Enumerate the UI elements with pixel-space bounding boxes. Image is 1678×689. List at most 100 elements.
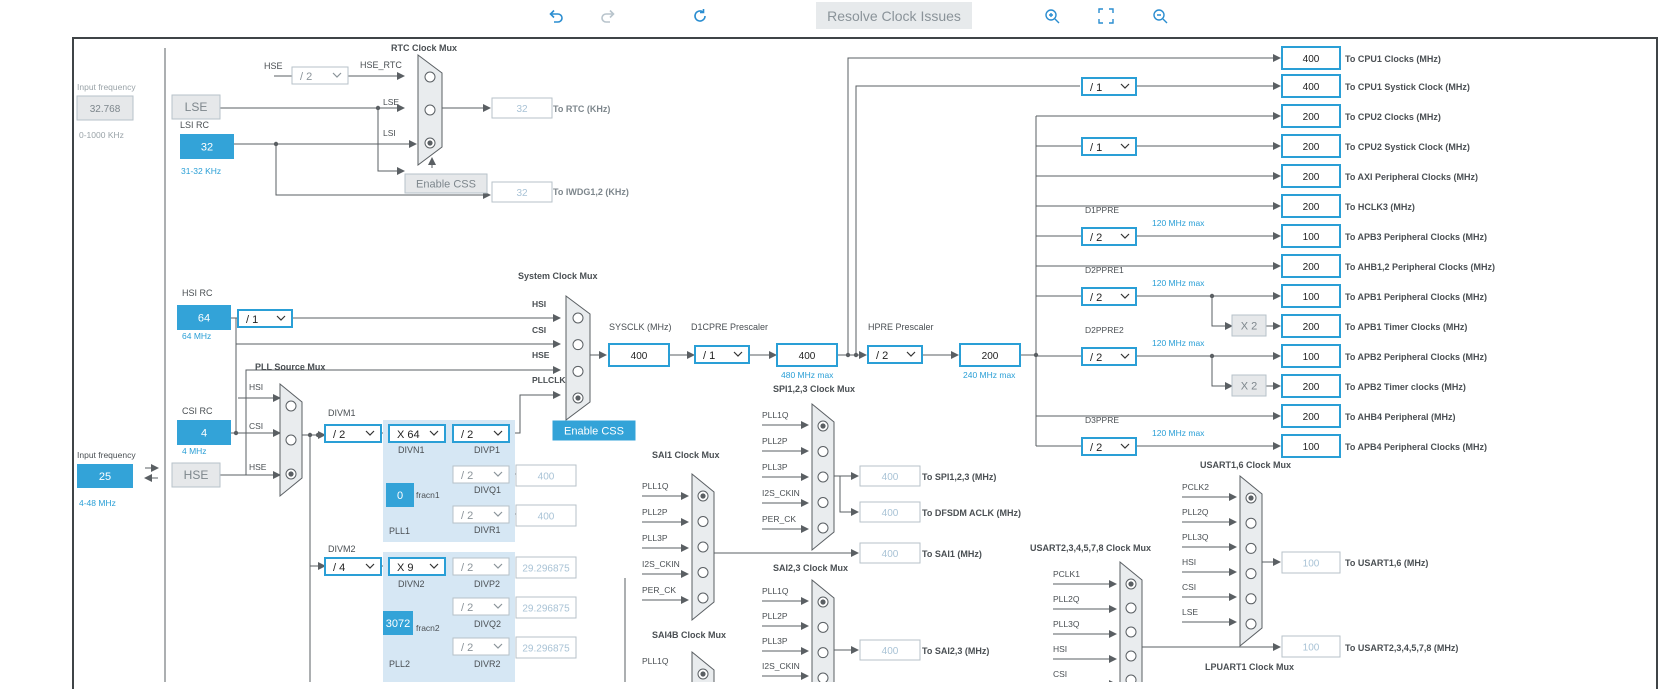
divm2-select[interactable]: / 4 <box>324 557 382 576</box>
prescaler-select-8[interactable]: / 2 <box>1081 287 1137 306</box>
zoom-in-icon[interactable] <box>1040 4 1064 28</box>
sai23-output[interactable]: 400 <box>859 639 921 661</box>
mux-radio-1[interactable] <box>817 446 829 457</box>
timer-multiplier-9[interactable]: X 2 <box>1231 314 1267 337</box>
fracn2-label: fracn2 <box>416 623 440 633</box>
mux-radio-1[interactable] <box>817 621 829 633</box>
lse-button[interactable]: LSE <box>171 94 221 120</box>
to-iwdg-value[interactable]: 32 <box>491 181 553 203</box>
chevron-down-icon <box>493 563 503 569</box>
output-value-2[interactable]: 200 <box>1281 104 1341 128</box>
output-value-10[interactable]: 100 <box>1281 344 1341 368</box>
divr1-output[interactable]: 400 <box>515 504 577 527</box>
output-value-1[interactable]: 400 <box>1281 74 1341 98</box>
output-value-11[interactable]: 200 <box>1281 374 1341 398</box>
prescaler-select-10[interactable]: / 2 <box>1081 347 1137 366</box>
undo-icon[interactable] <box>544 4 568 28</box>
output-value-0[interactable]: 400 <box>1281 46 1341 70</box>
fracn1-value[interactable]: 0 <box>386 483 414 507</box>
divq1-output[interactable]: 400 <box>515 464 577 487</box>
mux-radio-4[interactable] <box>697 592 709 604</box>
output-value-13-value: 100 <box>1303 442 1320 453</box>
sys-enable-css-button[interactable]: Enable CSS <box>552 420 636 441</box>
divn1-select[interactable]: X 64 <box>388 424 446 443</box>
mux-radio-1[interactable] <box>697 516 709 527</box>
csi-value[interactable]: 4 <box>177 420 231 445</box>
mux-radio-1[interactable] <box>1245 517 1257 529</box>
divq2-output[interactable]: 29.296875 <box>515 596 577 619</box>
mux-radio-2[interactable] <box>817 471 829 483</box>
mux-radio-4[interactable] <box>1125 674 1137 682</box>
prescaler-select-6[interactable]: / 2 <box>1081 227 1137 246</box>
timer-multiplier-11[interactable]: X 2 <box>1231 374 1267 397</box>
usart2-output[interactable]: 100 <box>1281 635 1341 658</box>
hpre-output[interactable]: 200 <box>959 343 1021 367</box>
lsi-value[interactable]: 32 <box>180 134 234 159</box>
mux-radio-1[interactable] <box>285 434 297 446</box>
mux-radio-2[interactable] <box>697 541 709 553</box>
mux-radio-2[interactable] <box>572 365 584 377</box>
output-value-8[interactable]: 100 <box>1281 284 1341 308</box>
redo-icon[interactable] <box>596 4 620 28</box>
spi-output[interactable]: 400 <box>859 465 921 487</box>
divn2-select[interactable]: X 9 <box>388 557 446 576</box>
output-value-6[interactable]: 100 <box>1281 224 1341 248</box>
mux-radio-2[interactable] <box>1125 626 1137 638</box>
mux-radio-3[interactable] <box>697 567 709 578</box>
dfsdm-output[interactable]: 400 <box>859 501 921 523</box>
hse-button[interactable]: HSE <box>171 462 221 488</box>
mux-radio-3[interactable] <box>1125 650 1137 662</box>
hsi-divider-select[interactable]: / 1 <box>237 309 293 328</box>
prescaler-select-13[interactable]: / 2 <box>1081 437 1137 456</box>
sys-hsi: HSI <box>532 299 546 309</box>
output-value-5[interactable]: 200 <box>1281 194 1341 218</box>
mux-radio-3[interactable] <box>817 497 829 508</box>
toolbar: Resolve Clock Issues <box>0 0 1678 32</box>
mux-radio-0[interactable] <box>424 71 436 83</box>
mux-radio-3[interactable] <box>817 672 829 682</box>
output-value-4[interactable]: 200 <box>1281 164 1341 188</box>
fit-screen-icon[interactable] <box>1094 4 1118 28</box>
divr2-output[interactable]: 29.296875 <box>515 636 577 659</box>
mux-radio-3[interactable] <box>1245 568 1257 580</box>
refresh-icon[interactable] <box>688 4 712 28</box>
fracn2-value[interactable]: 3072 <box>383 611 413 635</box>
output-value-13[interactable]: 100 <box>1281 434 1341 458</box>
output-value-3[interactable]: 200 <box>1281 134 1341 158</box>
divp2-output[interactable]: 29.296875 <box>515 556 577 579</box>
rtc-mux-title: RTC Clock Mux <box>391 43 457 53</box>
sysclk-value[interactable]: 400 <box>608 343 670 367</box>
divm1-select[interactable]: / 2 <box>324 424 382 443</box>
divp1-select[interactable]: / 2 <box>452 424 510 443</box>
output-divider-3[interactable]: / 1 <box>1081 137 1137 156</box>
hpre-select[interactable]: / 2 <box>867 345 923 364</box>
output-divider-1[interactable]: / 1 <box>1081 77 1137 96</box>
output-value-9[interactable]: 200 <box>1281 314 1341 338</box>
usart16-output[interactable]: 100 <box>1281 551 1341 574</box>
mux-radio-1[interactable] <box>424 104 436 116</box>
mux-radio-0[interactable] <box>572 312 584 324</box>
chevron-down-icon <box>906 351 916 357</box>
to-rtc-value[interactable]: 32 <box>491 97 553 119</box>
sai1-output[interactable]: 400 <box>859 542 921 564</box>
rtc-enable-css-button[interactable]: Enable CSS <box>404 173 488 194</box>
lse-frequency-input[interactable]: 32.768 <box>76 95 134 121</box>
zoom-out-icon[interactable] <box>1148 4 1172 28</box>
mux-radio-0[interactable] <box>285 400 297 412</box>
mux-radio-2[interactable] <box>817 647 829 659</box>
output-value-7[interactable]: 200 <box>1281 254 1341 278</box>
resolve-clock-issues-button[interactable]: Resolve Clock Issues <box>816 2 972 29</box>
mux-radio-4[interactable] <box>817 522 829 534</box>
mux-radio-1[interactable] <box>1125 602 1137 614</box>
mux-radio-2[interactable] <box>1245 542 1257 554</box>
mux-radio-1[interactable] <box>572 339 584 351</box>
mux-radio-5[interactable] <box>1245 618 1257 630</box>
hse-frequency-input[interactable]: 25 <box>77 464 133 488</box>
d1cpre-select[interactable]: / 1 <box>694 345 750 364</box>
d1-output[interactable]: 400 <box>776 343 838 367</box>
output-value-12[interactable]: 200 <box>1281 404 1341 428</box>
hsi-value-value: 64 <box>198 313 210 325</box>
mux-radio-4[interactable] <box>1245 593 1257 605</box>
hsi-value[interactable]: 64 <box>177 305 231 330</box>
divp2-select: / 2 <box>452 557 510 576</box>
